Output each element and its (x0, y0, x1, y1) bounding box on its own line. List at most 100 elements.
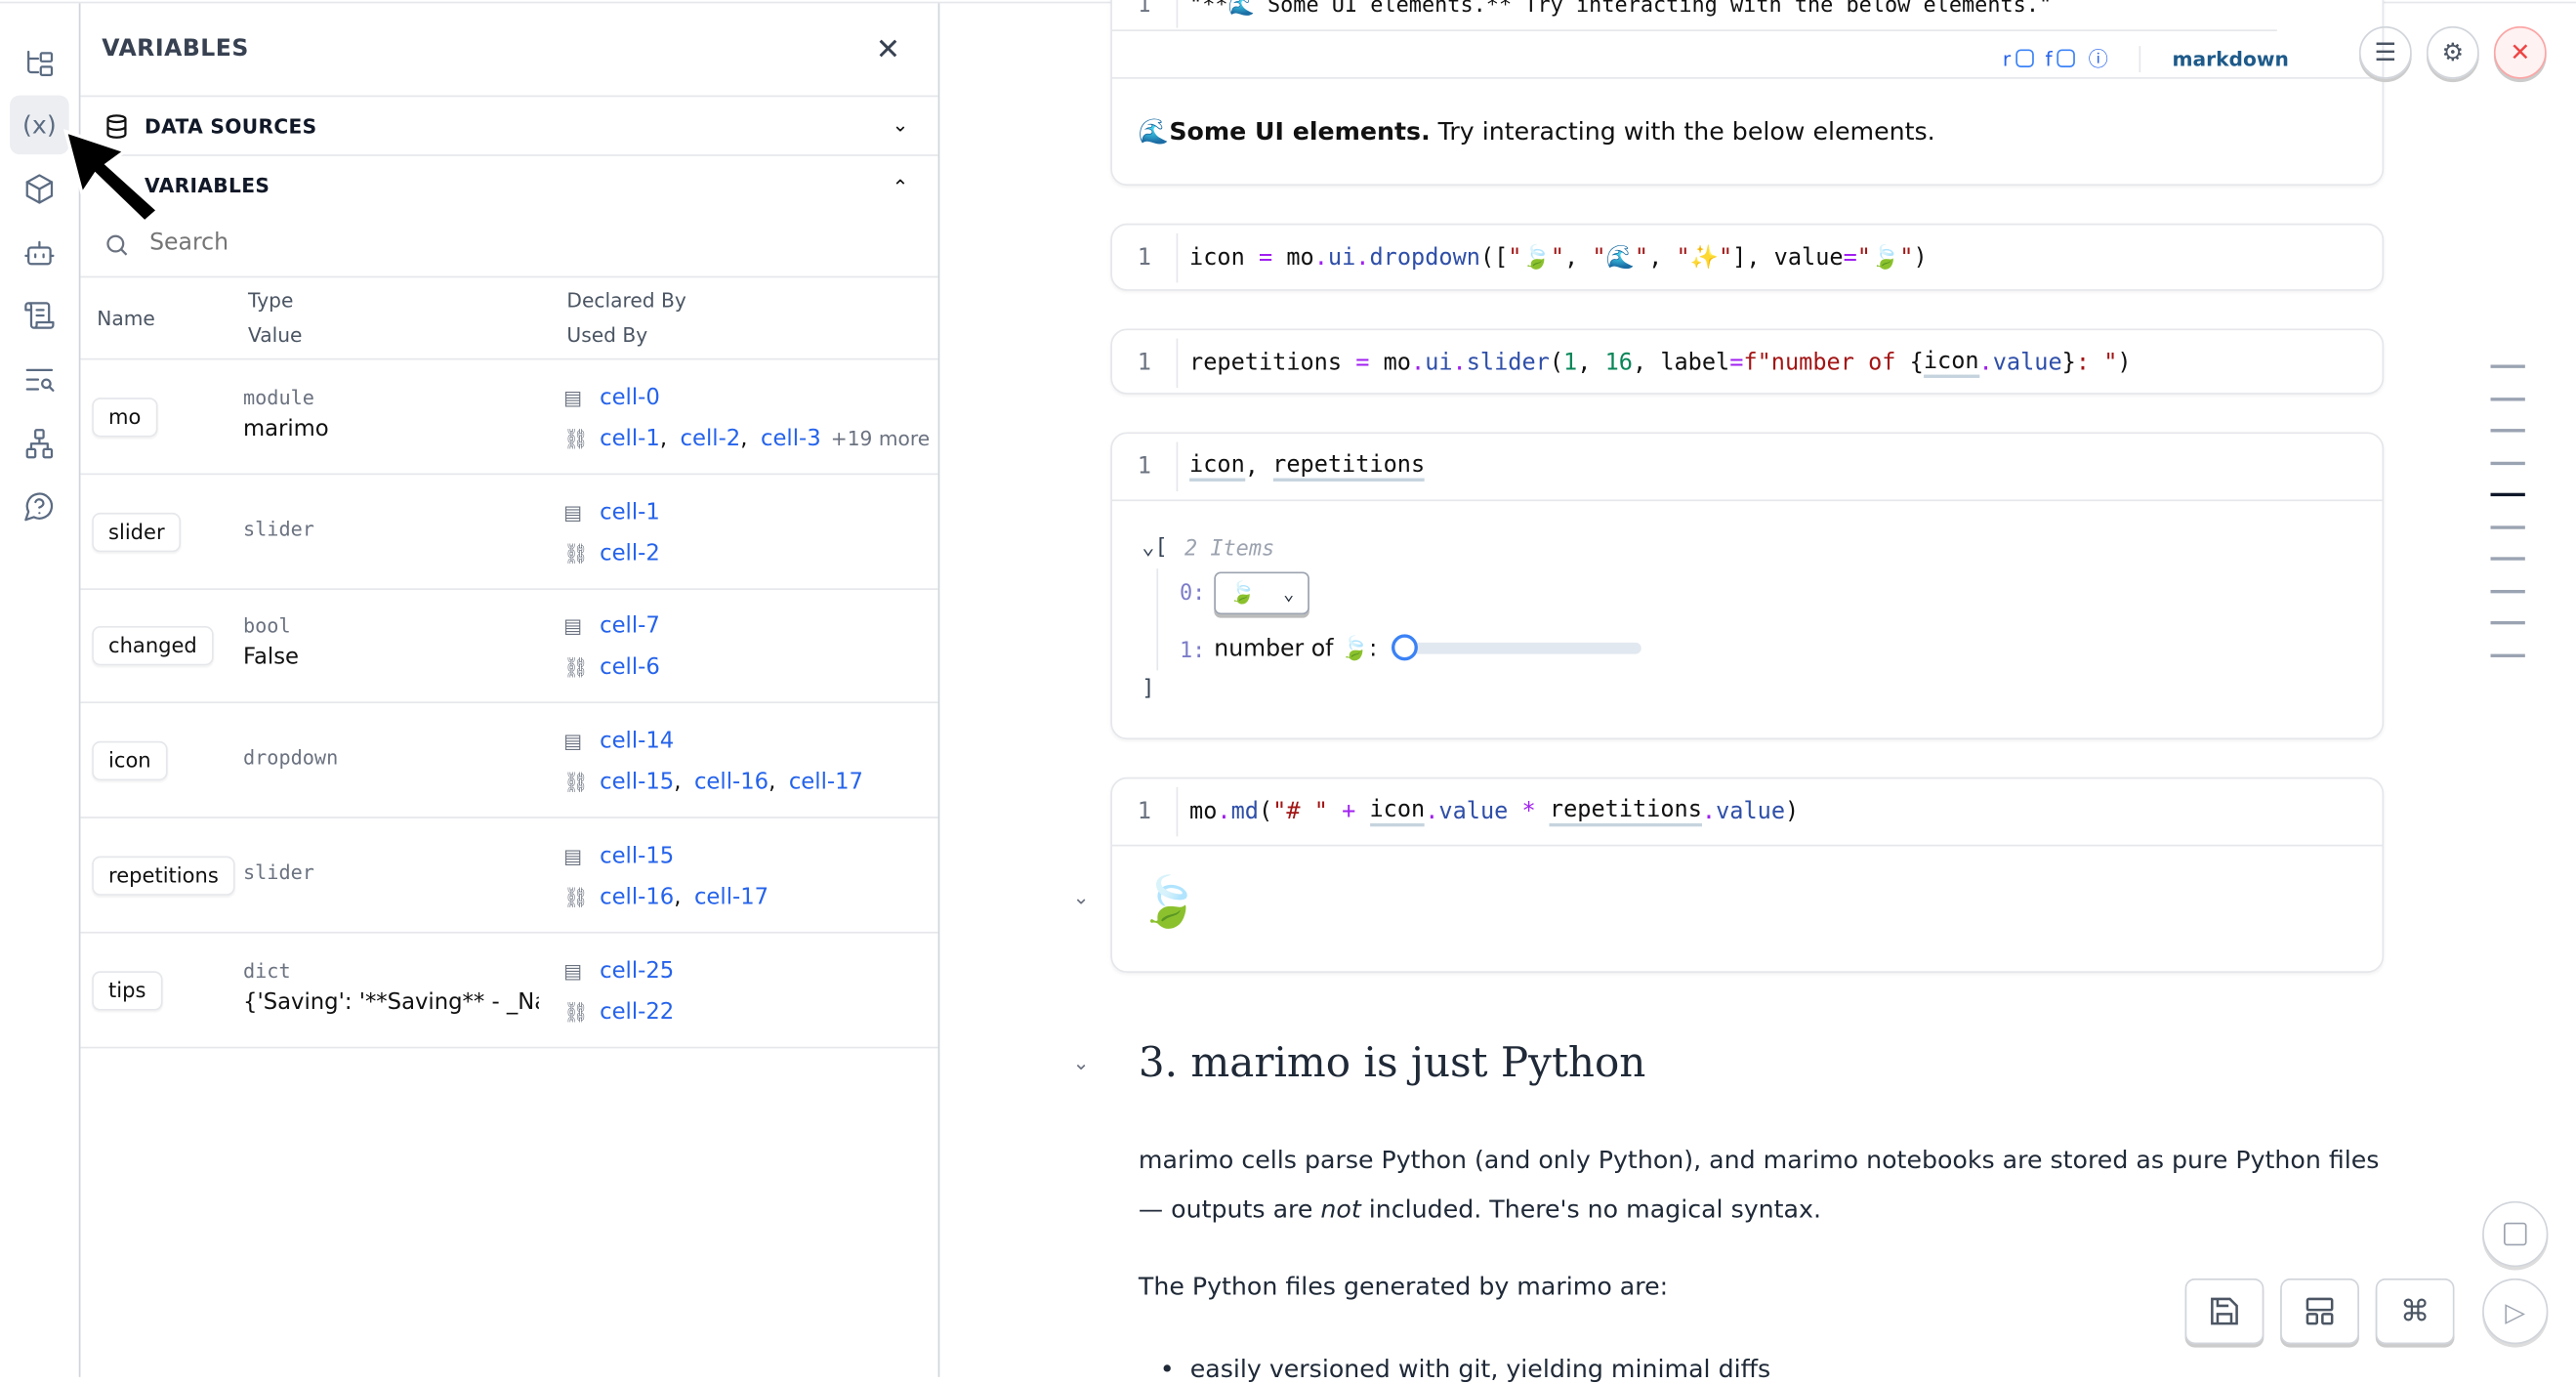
code-token: = (1355, 350, 1370, 377)
minimap-marker[interactable] (2490, 460, 2525, 465)
code-token: , (1244, 453, 1273, 481)
variable-name-pill[interactable]: icon (92, 740, 168, 781)
save-button[interactable] (2184, 1278, 2264, 1345)
code-editor[interactable]: 1"**🌊 Some UI elements.** Try interactin… (1112, 0, 2382, 28)
minimap-marker[interactable] (2490, 652, 2525, 657)
minimap-marker[interactable] (2490, 557, 2525, 561)
column-type: Type (248, 289, 294, 313)
search-input[interactable] (149, 230, 808, 257)
cell-output-tree: ⌄[ 2 Items 0: 🍃⌄ 1: number of 🍃: ] (1112, 434, 2382, 737)
chevron-down-icon[interactable]: ⌄ (892, 113, 909, 137)
used-by-cell-link[interactable]: cell-2 (680, 425, 741, 452)
used-by-cell-link[interactable]: cell-17 (693, 883, 769, 910)
icon-dropdown[interactable]: 🍃⌄ (1214, 571, 1309, 615)
bold-text: Some UI elements. (1169, 116, 1431, 147)
declared-by-cell-link[interactable]: cell-25 (600, 956, 675, 984)
layout-button[interactable] (2280, 1278, 2359, 1345)
code-token: = (1258, 244, 1273, 272)
settings-button[interactable]: ⚙ (2426, 25, 2479, 79)
used-by-cell-link[interactable]: cell-22 (600, 998, 675, 1025)
shutdown-button[interactable]: ✕ (2493, 25, 2547, 79)
minimap-marker[interactable] (2490, 589, 2525, 593)
toggle-f[interactable] (2057, 49, 2076, 67)
packages-button[interactable] (10, 159, 69, 219)
package-icon (25, 174, 54, 204)
used-by-cell-link[interactable]: cell-6 (600, 654, 660, 682)
declared-by-cell-link[interactable]: cell-7 (600, 613, 660, 641)
data-sources-section[interactable]: DATA SOURCES ⌄ (80, 97, 938, 156)
variable-value: marimo (242, 415, 329, 442)
outline-button[interactable] (10, 350, 69, 409)
repetitions-slider[interactable] (1401, 642, 1641, 654)
code-token: md (1230, 798, 1259, 825)
declared-by-cell-link[interactable]: cell-14 (600, 728, 675, 755)
run-button[interactable]: ▷ (2482, 1278, 2549, 1345)
variables-section[interactable]: VARIABLES ⌃ (80, 156, 937, 216)
variable-name-pill[interactable]: repetitions (92, 856, 235, 896)
toggle-r[interactable] (2015, 49, 2034, 67)
used-by-cell-link[interactable]: cell-15 (600, 769, 675, 796)
stop-button[interactable] (2482, 1200, 2549, 1268)
minimap-marker[interactable] (2490, 620, 2525, 625)
chevron-up-icon[interactable]: ⌃ (892, 176, 909, 199)
collapse-section-chevron[interactable]: ⌄ (1072, 1051, 1090, 1075)
variable-name-pill[interactable]: slider (92, 512, 182, 552)
menu-button[interactable]: ☰ (2358, 25, 2412, 79)
column-declared-by: Declared By (566, 289, 686, 313)
close-panel-button[interactable]: ✕ (876, 33, 900, 67)
used-by-cell-link[interactable]: cell-16 (693, 769, 769, 796)
declared-by-cell-link[interactable]: cell-1 (600, 498, 660, 525)
info-icon[interactable]: ⓘ (2088, 47, 2108, 71)
dependency-graph-button[interactable] (10, 414, 69, 474)
declared-by-cell-link[interactable]: cell-0 (600, 384, 660, 411)
link-icon: ⛓ (563, 541, 589, 566)
code-token: mo (1369, 350, 1411, 377)
variable-type: dict (242, 958, 291, 983)
minimap-marker[interactable] (2490, 429, 2525, 433)
used-by-cell-link[interactable]: cell-17 (788, 769, 863, 796)
help-button[interactable] (10, 477, 69, 536)
paragraph: marimo cells parse Python (and only Pyth… (1138, 1145, 2380, 1175)
variable-name-pill[interactable]: tips (92, 970, 163, 1010)
used-by-cell-link[interactable]: cell-2 (600, 539, 660, 566)
command-palette-button[interactable]: ⌘ (2375, 1278, 2455, 1345)
used-by-cell-link[interactable]: cell-16 (600, 883, 675, 910)
minimap-marker[interactable] (2490, 524, 2525, 528)
file-explorer-button[interactable] (10, 34, 69, 94)
ai-assistant-button[interactable] (10, 224, 69, 283)
separator: , (674, 769, 682, 796)
collapse-output-chevron[interactable]: ⌄ (1072, 885, 1090, 909)
variable-name-pill[interactable]: mo (92, 398, 158, 438)
chevron-down-icon: ⌄ (1283, 582, 1295, 605)
more-count[interactable]: +19 more (830, 427, 931, 450)
language-label[interactable]: markdown (2172, 46, 2289, 70)
item-key: 1: (1179, 639, 1206, 664)
cell-icon: ▤ (563, 500, 583, 524)
minimap-marker[interactable] (2490, 492, 2525, 497)
variable-name-pill[interactable]: changed (92, 626, 214, 667)
collapse-toggle[interactable]: ⌄[ (1142, 535, 1168, 561)
logs-button[interactable] (10, 286, 69, 346)
declared-by-list: ▤cell-25 (563, 957, 674, 984)
variable-type: module (242, 386, 314, 409)
search-bar[interactable] (80, 215, 938, 278)
code-token: value (1716, 798, 1786, 825)
used-by-cell-link[interactable]: cell-1 (600, 425, 660, 452)
slider-thumb[interactable] (1391, 634, 1418, 661)
minimap-marker[interactable] (2490, 364, 2525, 368)
minimap-marker[interactable] (2490, 397, 2525, 400)
declared-by-cell-link[interactable]: cell-15 (600, 842, 675, 869)
used-by-cell-link[interactable]: cell-3 (760, 425, 821, 452)
code-token: "🍃" (1856, 244, 1914, 272)
variables-button[interactable]: (x) (10, 95, 69, 155)
markdown-cell[interactable]: 1"**🌊 Some UI elements.** Try interactin… (1110, 0, 2385, 187)
code-token: . (1217, 798, 1231, 825)
